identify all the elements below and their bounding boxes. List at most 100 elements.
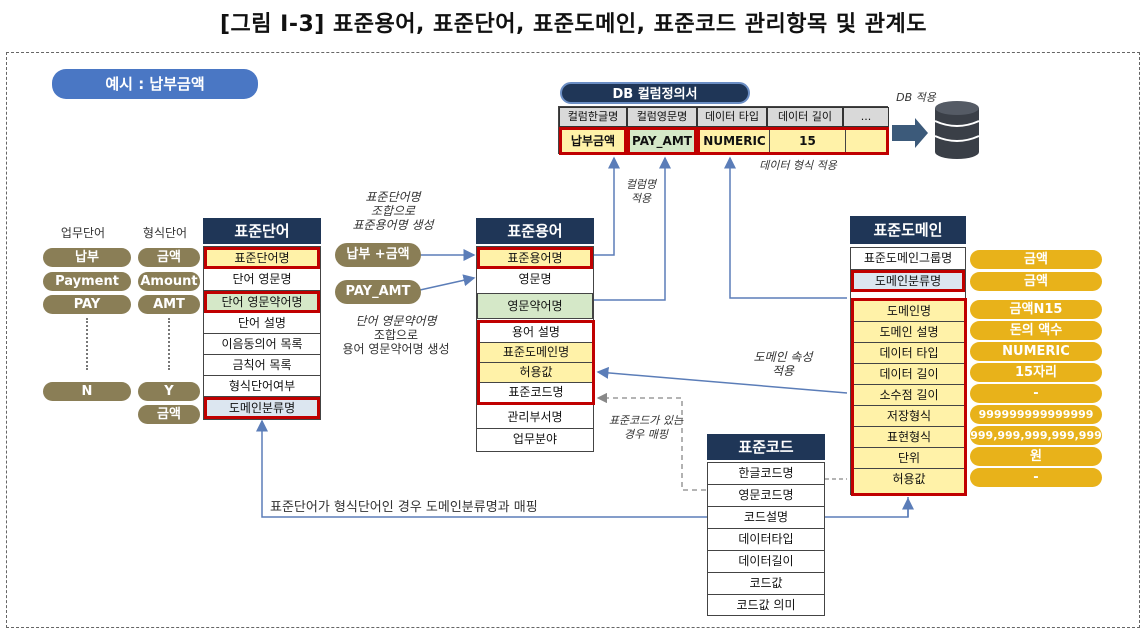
db-value-more <box>846 130 886 152</box>
domain-value-length: 15자리 <box>970 363 1102 382</box>
business-word-3: PAY <box>43 295 131 314</box>
domain-value-decimal: - <box>970 384 1102 403</box>
format-word-amount: 금액 <box>138 405 200 424</box>
domain-attr-note: 도메인 속성 적용 <box>753 350 813 378</box>
compose-abbr-note-line3: 용어 영문약어명 생성 <box>342 342 450 356</box>
diagram-frame <box>6 52 1140 628</box>
std-word-desc: 단어 설명 <box>204 313 320 334</box>
format-word-3: AMT <box>138 295 200 314</box>
code-map-note: 표준코드가 있는 경우 매핑 <box>608 414 684 441</box>
domain-decimal: 소수점 길이 <box>854 385 964 406</box>
db-value-type: NUMERIC <box>700 130 770 152</box>
db-spec-title: DB 컬럼정의서 <box>560 82 750 104</box>
business-word-ellipsis <box>86 318 88 370</box>
compose-abbr-note-line1: 단어 영문약어명 <box>355 314 437 328</box>
domain-value-allowed: - <box>970 468 1102 487</box>
format-word-y: Y <box>138 382 200 401</box>
compose-name-note: 표준단어명 조합으로 표준용어명 생성 <box>352 190 434 232</box>
std-term-english: 영문명 <box>518 272 552 286</box>
std-term-dept: 관리부서명 <box>477 407 593 429</box>
db-value-korean: 납부금액 <box>559 127 627 155</box>
domain-value-desc: 돈의 액수 <box>970 321 1102 340</box>
std-word-domain-class: 도메인분류명 <box>204 397 320 419</box>
std-domain-title: 표준도메인 <box>850 216 966 244</box>
std-term-name: 표준용어명 <box>477 247 593 269</box>
code-value-meaning: 코드값 의미 <box>736 598 796 612</box>
database-icon <box>934 101 980 159</box>
business-word-1: 납부 <box>43 248 131 267</box>
std-term-allowed: 허용값 <box>480 363 592 383</box>
std-term-domain-group: 용어 설명 표준도메인명 허용값 표준코드명 <box>477 320 595 405</box>
compose-name-pill: 납부 +금액 <box>335 243 421 267</box>
std-word-name: 표준단어명 <box>204 247 320 269</box>
std-word-format-flag: 형식단어여부 <box>204 376 320 397</box>
domain-allowed: 허용값 <box>892 472 926 486</box>
db-header-more: ... <box>843 107 889 127</box>
domain-value-unit: 원 <box>970 447 1102 466</box>
business-word-header: 업무단어 <box>60 226 106 240</box>
db-value-english: PAY_AMT <box>627 127 697 155</box>
code-data-length: 데이터길이 <box>708 551 824 573</box>
std-code-table: 한글코드명 영문코드명 코드설명 데이터타입 데이터길이 코드값 코드값 의미 <box>707 462 825 616</box>
compose-abbr-pill: PAY_AMT <box>335 280 421 304</box>
domain-unit: 단위 <box>854 448 964 469</box>
code-english-name: 영문코드명 <box>708 485 824 507</box>
std-word-synonyms: 이음동의어 목록 <box>204 334 320 355</box>
std-word-english: 단어 영문명 <box>204 269 320 291</box>
std-term-title: 표준용어 <box>476 218 594 244</box>
figure-title: [그림 Ⅰ-3] 표준용어, 표준단어, 표준도메인, 표준코드 관리항목 및 … <box>219 12 928 37</box>
colname-apply-label: 컬럼명 적용 <box>625 178 657 205</box>
db-header-korean: 컬럼한글명 <box>559 107 627 127</box>
format-word-2: Amount <box>138 272 200 291</box>
db-apply-label: DB 적용 <box>896 91 936 104</box>
domain-data-type: 데이터 타입 <box>854 343 964 364</box>
code-data-type: 데이터타입 <box>708 529 824 551</box>
std-term-abbr: 영문약어명 <box>477 293 593 319</box>
format-word-header: 형식단어 <box>142 226 188 240</box>
code-value: 코드값 <box>708 573 824 595</box>
domain-value-display: 999,999,999,999,999 <box>970 426 1102 445</box>
domain-class-name: 도메인분류명 <box>851 270 965 292</box>
std-word-abbr: 단어 영문약어명 <box>204 291 320 313</box>
std-term-code-name: 표준코드명 <box>508 385 564 399</box>
domain-attrs-group: 도메인명 도메인 설명 데이터 타입 데이터 길이 소수점 길이 저장형식 표현… <box>851 298 967 496</box>
db-value-length: 15 <box>770 130 846 152</box>
db-header-english: 컬럼영문명 <box>627 107 697 127</box>
code-korean-name: 한글코드명 <box>708 463 824 485</box>
domain-value-storage: 999999999999999 <box>970 405 1102 424</box>
std-term-domain-name: 표준도메인명 <box>480 343 592 363</box>
db-header-length: 데이터 길이 <box>767 107 843 127</box>
domain-desc: 도메인 설명 <box>854 322 964 343</box>
std-domain-table: 표준도메인그룹명 도메인분류명 도메인명 도메인 설명 데이터 타입 데이터 길… <box>850 247 967 496</box>
domain-group-name: 표준도메인그룹명 <box>851 248 965 270</box>
domain-name: 도메인명 <box>854 301 964 322</box>
std-word-title: 표준단어 <box>203 218 321 244</box>
format-map-note: 표준단어가 형식단어인 경우 도메인분류명과 매핑 <box>270 500 538 515</box>
code-desc: 코드설명 <box>708 507 824 529</box>
domain-display-format: 표현형식 <box>854 427 964 448</box>
std-term-desc: 용어 설명 <box>480 323 592 343</box>
db-spec-table: 컬럼한글명 컬럼영문명 데이터 타입 데이터 길이 ... 납부금액 PAY_A… <box>558 106 889 155</box>
compose-abbr-note: 단어 영문약어명 조합으로 용어 영문약어명 생성 <box>326 314 466 356</box>
format-word-ellipsis <box>168 318 170 370</box>
domain-value-name: 금액N15 <box>970 300 1102 319</box>
std-word-forbidden: 금칙어 목록 <box>204 355 320 376</box>
format-word-1: 금액 <box>138 248 200 267</box>
business-word-n: N <box>43 382 131 401</box>
example-badge: 예시 : 납부금액 <box>52 69 258 99</box>
db-value-type-group: NUMERIC 15 <box>697 127 889 155</box>
domain-data-length: 데이터 길이 <box>854 364 964 385</box>
std-code-title: 표준코드 <box>707 434 825 460</box>
db-header-type: 데이터 타입 <box>697 107 767 127</box>
std-term-table: 표준용어명 영문명 영문약어명 용어 설명 표준도메인명 허용값 표준코드명 관… <box>476 246 595 452</box>
domain-value-class: 금액 <box>970 272 1102 291</box>
domain-value-group: 금액 <box>970 250 1102 269</box>
business-word-2: Payment <box>43 272 131 291</box>
domain-storage-format: 저장형식 <box>854 406 964 427</box>
std-word-table: 표준단어명 단어 영문명 단어 영문약어명 단어 설명 이음동의어 목록 금칙어… <box>203 246 321 420</box>
type-apply-label: 데이터 형식 적용 <box>759 159 837 172</box>
compose-abbr-note-line2: 조합으로 <box>373 328 419 342</box>
std-term-field: 업무분야 <box>512 432 558 446</box>
domain-value-type: NUMERIC <box>970 342 1102 361</box>
